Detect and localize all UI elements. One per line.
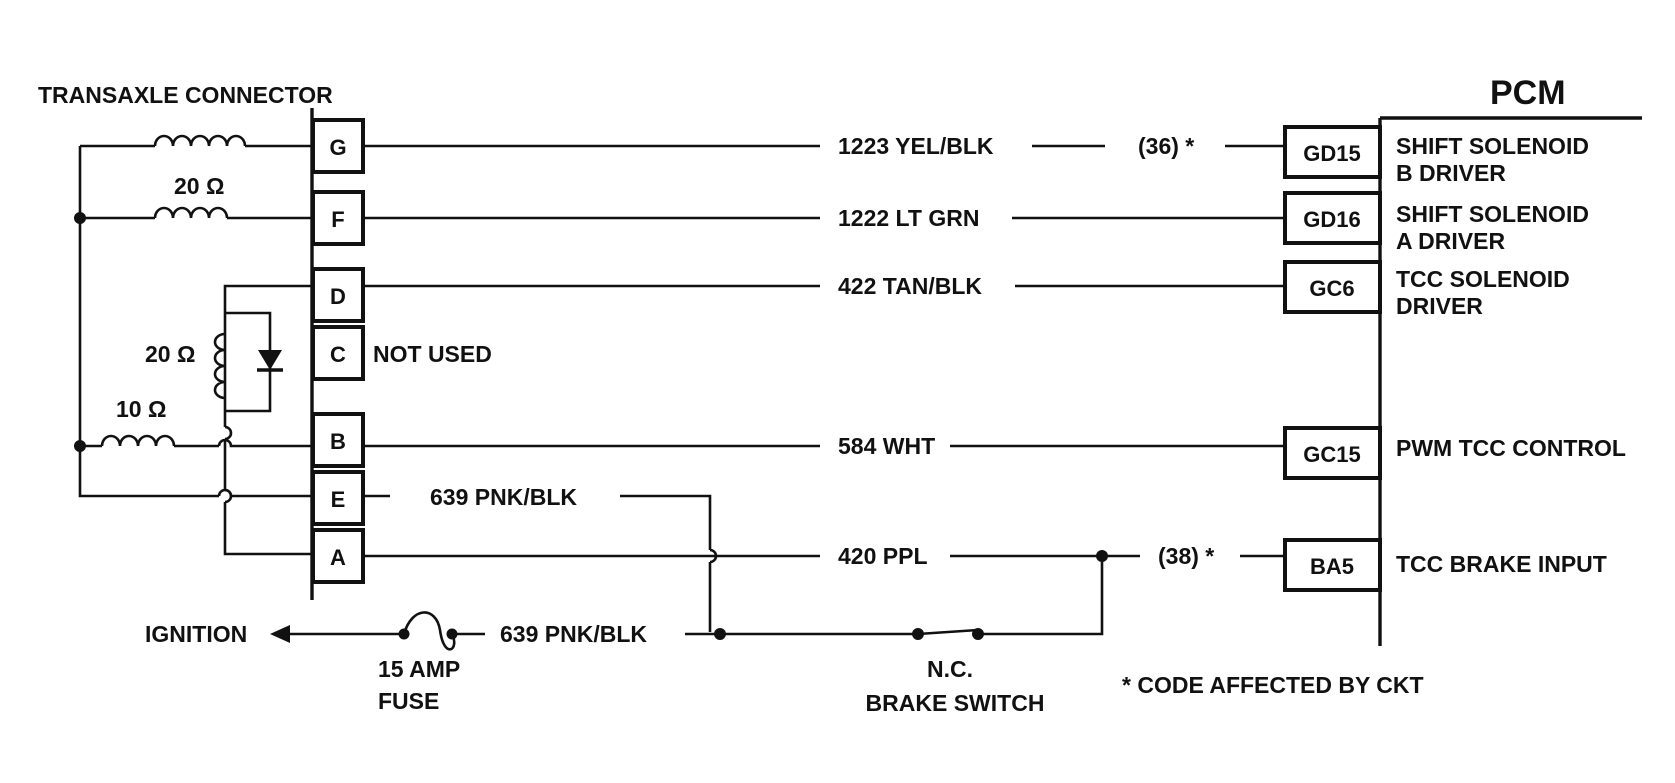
gc6-function-line2: DRIVER <box>1396 293 1483 319</box>
svg-text:C: C <box>330 342 346 367</box>
wire-e-label: 639 PNK/BLK <box>430 484 577 510</box>
pcm-terminal-gc15: GC15 <box>1283 426 1382 480</box>
ignition-splice <box>714 628 726 640</box>
ignition-label: IGNITION <box>145 621 247 647</box>
svg-text:GC6: GC6 <box>1309 276 1354 301</box>
brake-switch-icon <box>912 628 984 640</box>
transaxle-pin-c: C <box>311 325 365 381</box>
shift-solenoid-b-coil <box>80 134 313 148</box>
left-common-bus <box>78 146 219 498</box>
code-38: (38) * <box>1158 543 1214 569</box>
fuse-icon <box>398 611 458 651</box>
b-resistance-label: 10 Ω <box>116 396 166 422</box>
wire-f-label: 1222 LT GRN <box>838 205 979 231</box>
brake-switch-label-line2: BRAKE SWITCH <box>866 690 1045 716</box>
e-pin-link <box>217 488 313 498</box>
svg-text:GD15: GD15 <box>1303 141 1360 166</box>
gd16-function-line1: SHIFT SOLENOID <box>1396 201 1589 227</box>
pcm-terminal-gc6: GC6 <box>1283 260 1382 314</box>
pcm-terminal-gd15: GD15 <box>1283 125 1382 179</box>
svg-text:GC15: GC15 <box>1303 442 1360 467</box>
transaxle-pin-a: A <box>311 528 365 584</box>
svg-text:GD16: GD16 <box>1303 207 1360 232</box>
footnote: * CODE AFFECTED BY CKT <box>1122 672 1424 698</box>
shift-solenoid-a-coil <box>80 206 313 220</box>
not-used-label: NOT USED <box>373 341 492 367</box>
wire-a-label: 420 PPL <box>838 543 928 569</box>
pcm-terminal-gd16: GD16 <box>1283 191 1382 245</box>
f-resistance-label: 20 Ω <box>174 173 224 199</box>
ignition-arrow-icon <box>270 625 290 643</box>
transaxle-pin-d: D <box>311 267 365 323</box>
pcm-title: PCM <box>1490 74 1566 112</box>
gd16-function-line2: A DRIVER <box>1396 228 1505 254</box>
wire-b-label: 584 WHT <box>838 433 935 459</box>
transaxle-connector-title: TRANSAXLE CONNECTOR <box>38 82 333 108</box>
svg-text:BA5: BA5 <box>1310 554 1354 579</box>
d-resistance-label: 20 Ω <box>145 341 195 367</box>
gc6-function-line1: TCC SOLENOID <box>1396 266 1570 292</box>
ignition-wire-label: 639 PNK/BLK <box>500 621 647 647</box>
gc15-function: PWM TCC CONTROL <box>1396 435 1626 461</box>
wire-d-label: 422 TAN/BLK <box>838 273 982 299</box>
transaxle-pin-f: F <box>311 190 365 246</box>
tcc-diode-icon <box>257 350 283 372</box>
fuse-label-line2: FUSE <box>378 688 439 714</box>
transaxle-pin-b: B <box>311 412 365 468</box>
brake-switch-output-wire <box>978 556 1104 636</box>
tcc-solenoid-circuit <box>213 284 313 556</box>
svg-text:D: D <box>330 284 346 309</box>
svg-text:A: A <box>330 545 346 570</box>
transaxle-pin-e: E <box>311 470 365 526</box>
fuse-label-line1: 15 AMP <box>378 656 460 682</box>
gd15-function-line1: SHIFT SOLENOID <box>1396 133 1589 159</box>
svg-text:G: G <box>329 135 346 160</box>
pcm-terminal-ba5: BA5 <box>1283 538 1382 592</box>
brake-switch-label-line1: N.C. <box>927 656 973 682</box>
pwm-solenoid-coil <box>80 434 313 448</box>
gd15-function-line2: B DRIVER <box>1396 160 1506 186</box>
transaxle-pin-g: G <box>311 118 365 174</box>
svg-text:F: F <box>331 207 344 232</box>
wire-g-label: 1223 YEL/BLK <box>838 133 994 159</box>
wire-e-seg2 <box>620 494 712 550</box>
code-36: (36) * <box>1138 133 1194 159</box>
svg-text:E: E <box>331 487 346 512</box>
svg-text:B: B <box>330 429 346 454</box>
ba5-function: TCC BRAKE INPUT <box>1396 551 1607 577</box>
